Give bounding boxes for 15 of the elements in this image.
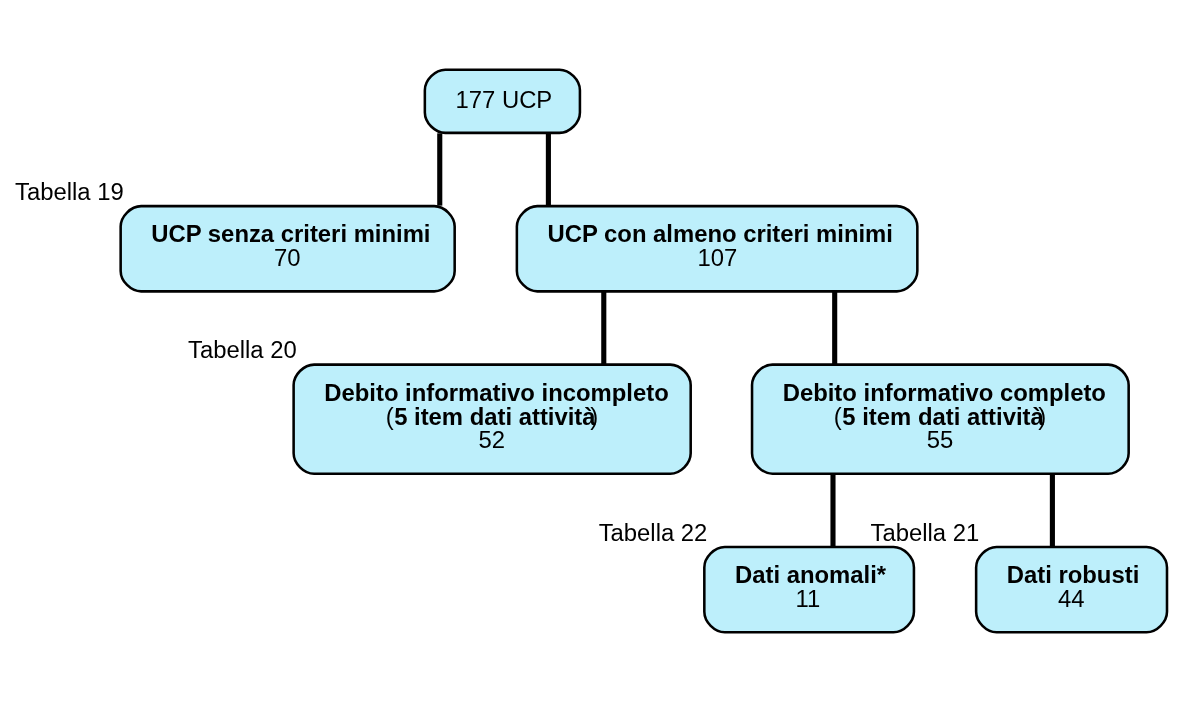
connector	[830, 474, 836, 547]
connector	[832, 291, 838, 365]
connector	[437, 133, 443, 206]
node-label: Tabella 22	[598, 518, 708, 546]
node-box: 177 UCP	[423, 68, 582, 135]
node-label: Tabella 20	[187, 336, 297, 364]
node-box: Dati robusti 44	[974, 545, 1169, 634]
connector	[601, 291, 607, 365]
node-box: Dati anomali* 11	[703, 545, 916, 634]
node-box: UCP con almeno criteri minimi 107	[515, 204, 919, 293]
connector	[1049, 474, 1055, 547]
connector	[545, 133, 551, 206]
node-box: UCP senza criteri minimi 70	[119, 204, 456, 293]
node-label: Tabella 19	[15, 177, 124, 205]
node-label: Tabella 21	[870, 518, 980, 546]
